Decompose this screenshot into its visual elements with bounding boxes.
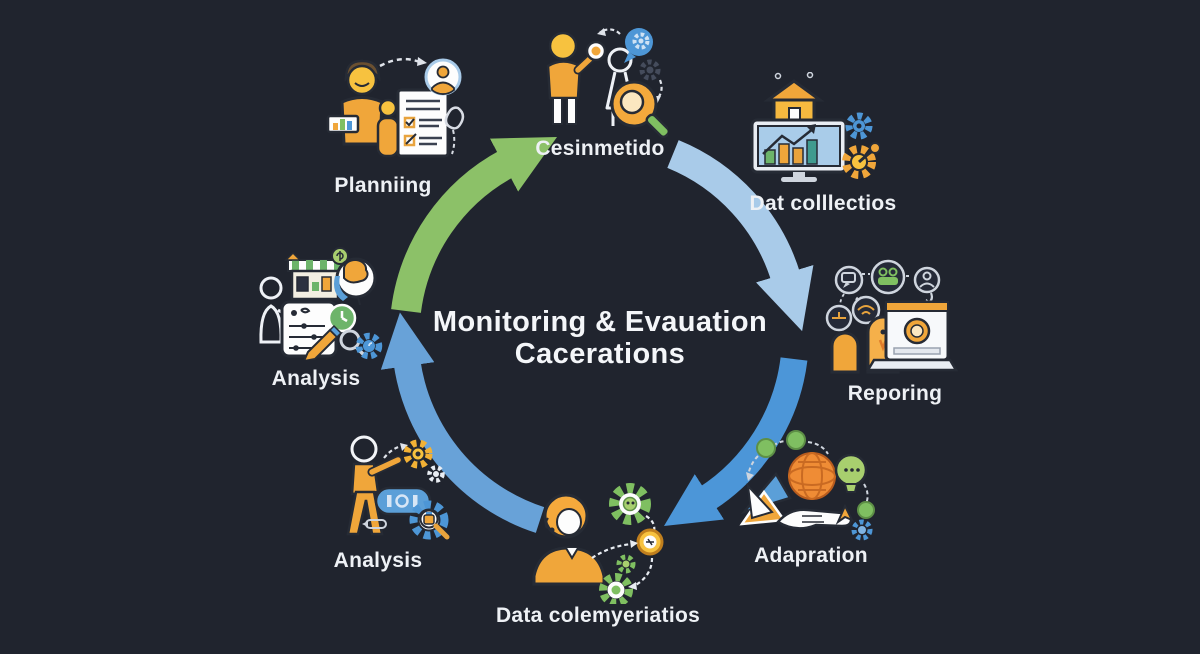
monitor-chart-house-gears-icon	[748, 72, 880, 184]
stage-label-cesinmetido: Cesinmetido	[535, 137, 665, 160]
stage-label-reporing: Reporing	[847, 382, 943, 405]
building-head-brain-document-icon	[256, 246, 384, 360]
diagram-title-line2: Cacerations	[514, 338, 686, 371]
arrow-top-to-collection	[667, 140, 814, 332]
person-headset-gears-cycle-icon	[522, 478, 670, 604]
person-gear-magnifier-icon	[326, 434, 458, 544]
stage-label-data-colemyeriatios: Data colemyeriatios	[495, 604, 701, 627]
planning-person-checklist-icon	[322, 52, 470, 170]
arrow-bottom-to-analysis	[380, 312, 545, 533]
stage-label-adapration: Adapration	[754, 544, 868, 567]
diagram-title: Monitoring & Evauation Cacerations	[433, 306, 767, 371]
hand-globe-lightbulb-icon	[738, 424, 880, 542]
stage-label-analysis-left: Analysis	[271, 367, 361, 390]
people-discussion-magnifier-icon	[536, 24, 668, 138]
laptop-audience-badges-icon	[824, 258, 962, 376]
stage-label-analysis-bottom: Analysis	[333, 549, 423, 572]
arrow-analysis-to-planning	[391, 136, 557, 314]
stage-label-dat-colllectios: Dat colllectios	[749, 192, 897, 215]
diagram-title-line1: Monitoring & Evauation	[432, 306, 768, 338]
stage-label-planning: Planniing	[334, 174, 432, 197]
